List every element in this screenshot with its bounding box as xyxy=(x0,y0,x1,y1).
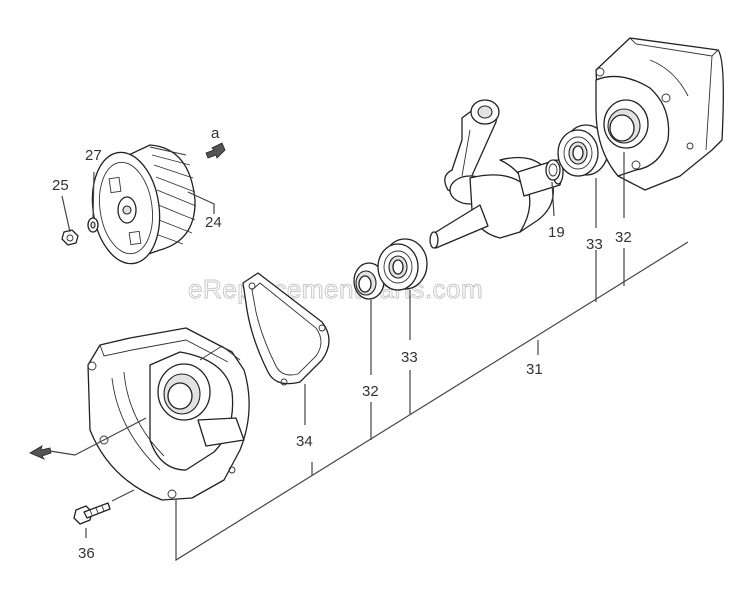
watermark-text: eReplacementParts.com xyxy=(188,274,483,304)
callout-24: 24 xyxy=(205,214,222,231)
flywheel xyxy=(91,144,197,265)
callout-33-left: 33 xyxy=(401,349,418,366)
callout-25: 25 xyxy=(52,177,69,194)
bearing-33-left xyxy=(377,238,428,291)
callout-32-right: 32 xyxy=(615,229,632,246)
callout-33-right: 33 xyxy=(586,236,603,253)
callout-27: 27 xyxy=(85,147,102,164)
arrow-letter: a xyxy=(211,125,220,142)
seal-32-left xyxy=(353,262,385,300)
callout-31: 31 xyxy=(526,361,543,378)
arrow-left-icon xyxy=(29,445,52,460)
leader-lines xyxy=(49,152,689,562)
nut-25 xyxy=(61,229,79,246)
gasket-34 xyxy=(242,272,330,386)
crankcase-right xyxy=(595,37,724,191)
bearing-33-right xyxy=(557,124,609,177)
callout-19: 19 xyxy=(548,224,565,241)
callout-32-left: 32 xyxy=(362,383,379,400)
callout-34: 34 xyxy=(296,433,313,450)
crankcase-left xyxy=(87,327,250,501)
crankshaft xyxy=(429,99,564,249)
arrow-a-icon xyxy=(205,142,226,159)
callout-36: 36 xyxy=(78,545,95,562)
bolt-36 xyxy=(73,502,111,525)
washer-19 xyxy=(545,159,561,181)
